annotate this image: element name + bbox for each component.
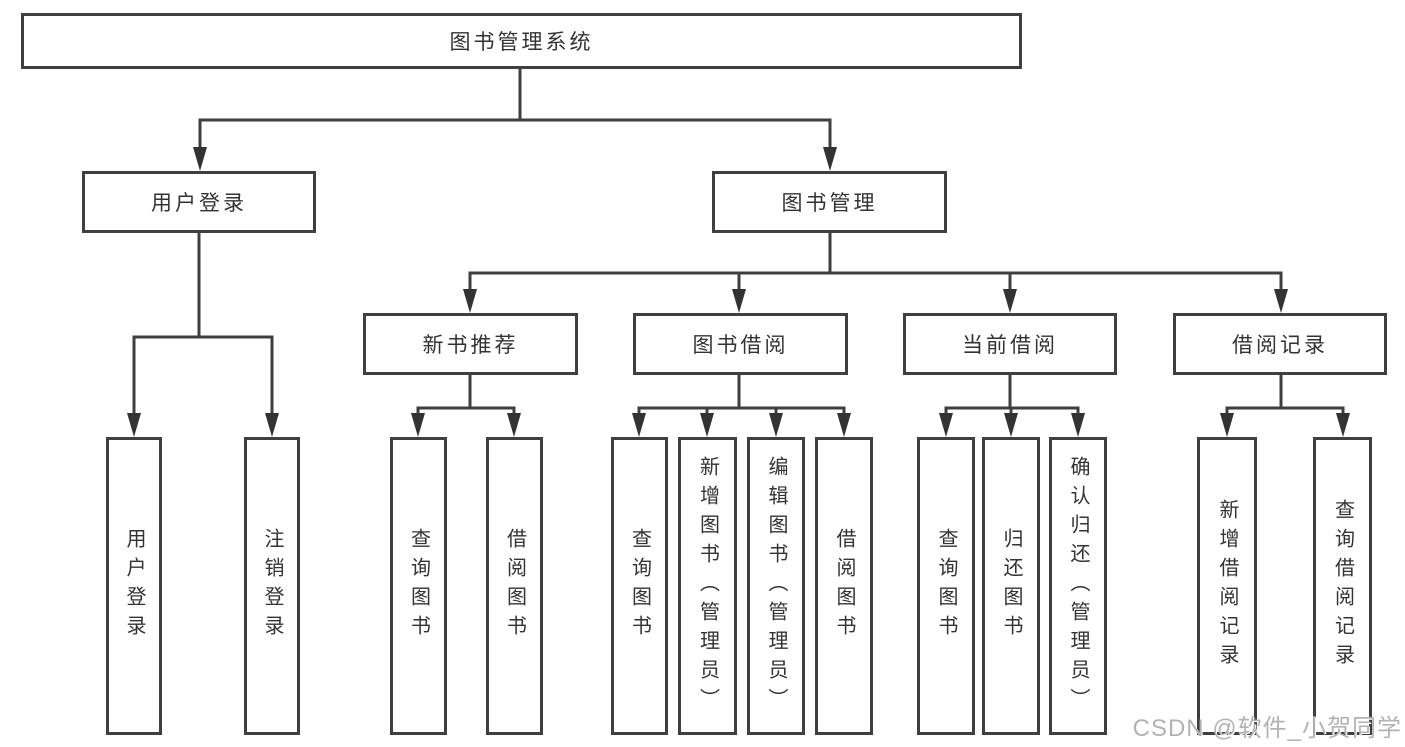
node-label: 借阅图书 <box>833 528 855 644</box>
leaf-logout: 注销登录 <box>244 437 300 735</box>
arrowheads <box>127 147 1350 437</box>
node-label: 编辑图书（管理员） <box>765 455 787 717</box>
node-label: 新书推荐 <box>422 334 519 357</box>
leaf-add-books-admin: 新增图书（管理员） <box>678 437 737 735</box>
node-label: 查询图书 <box>935 528 957 644</box>
leaf-confirm-return-admin: 确认归还（管理员） <box>1049 437 1107 735</box>
leaf-borrowing-borrow-books: 借阅图书 <box>815 437 873 735</box>
leaf-user-login: 用户登录 <box>106 437 162 735</box>
node-label: 借阅记录 <box>1232 334 1328 357</box>
node-label: 归还图书 <box>1000 528 1022 644</box>
node-current-borrowing: 当前借阅 <box>903 313 1117 375</box>
node-label: 新增图书（管理员） <box>696 455 719 717</box>
node-label: 新增借阅记录 <box>1216 499 1238 673</box>
leaf-recommend-query-books: 查询图书 <box>390 437 447 735</box>
node-label: 查询图书 <box>628 528 651 644</box>
node-label: 借阅图书 <box>503 528 526 644</box>
node-book-management: 图书管理 <box>712 171 947 233</box>
node-user-login: 用户登录 <box>82 171 316 233</box>
node-borrow-records: 借阅记录 <box>1173 313 1387 375</box>
node-label: 当前借阅 <box>962 334 1058 357</box>
leaf-query-borrow-record: 查询借阅记录 <box>1313 437 1372 735</box>
node-label: 用户登录 <box>151 192 247 215</box>
leaf-current-query-books: 查询图书 <box>917 437 975 735</box>
node-label: 图书管理系统 <box>449 31 594 54</box>
node-label: 图书管理 <box>781 192 878 215</box>
node-label: 查询图书 <box>407 528 430 644</box>
node-label: 用户登录 <box>123 528 145 644</box>
node-library-management-system: 图书管理系统 <box>21 13 1022 69</box>
node-new-book-recommend: 新书推荐 <box>363 313 578 375</box>
leaf-edit-books-admin: 编辑图书（管理员） <box>747 437 805 735</box>
node-label: 确认归还（管理员） <box>1067 455 1089 717</box>
node-label: 查询借阅记录 <box>1331 499 1354 673</box>
leaf-borrowing-query-books: 查询图书 <box>611 437 668 735</box>
watermark: CSDN @软件_小贺同学 <box>1132 715 1402 742</box>
leaf-return-books: 归还图书 <box>982 437 1040 735</box>
node-label: 注销登录 <box>261 528 283 644</box>
node-book-borrowing: 图书借阅 <box>633 313 848 375</box>
leaf-recommend-borrow-books: 借阅图书 <box>486 437 543 735</box>
node-label: 图书借阅 <box>692 334 789 357</box>
leaf-add-borrow-record: 新增借阅记录 <box>1197 437 1257 735</box>
